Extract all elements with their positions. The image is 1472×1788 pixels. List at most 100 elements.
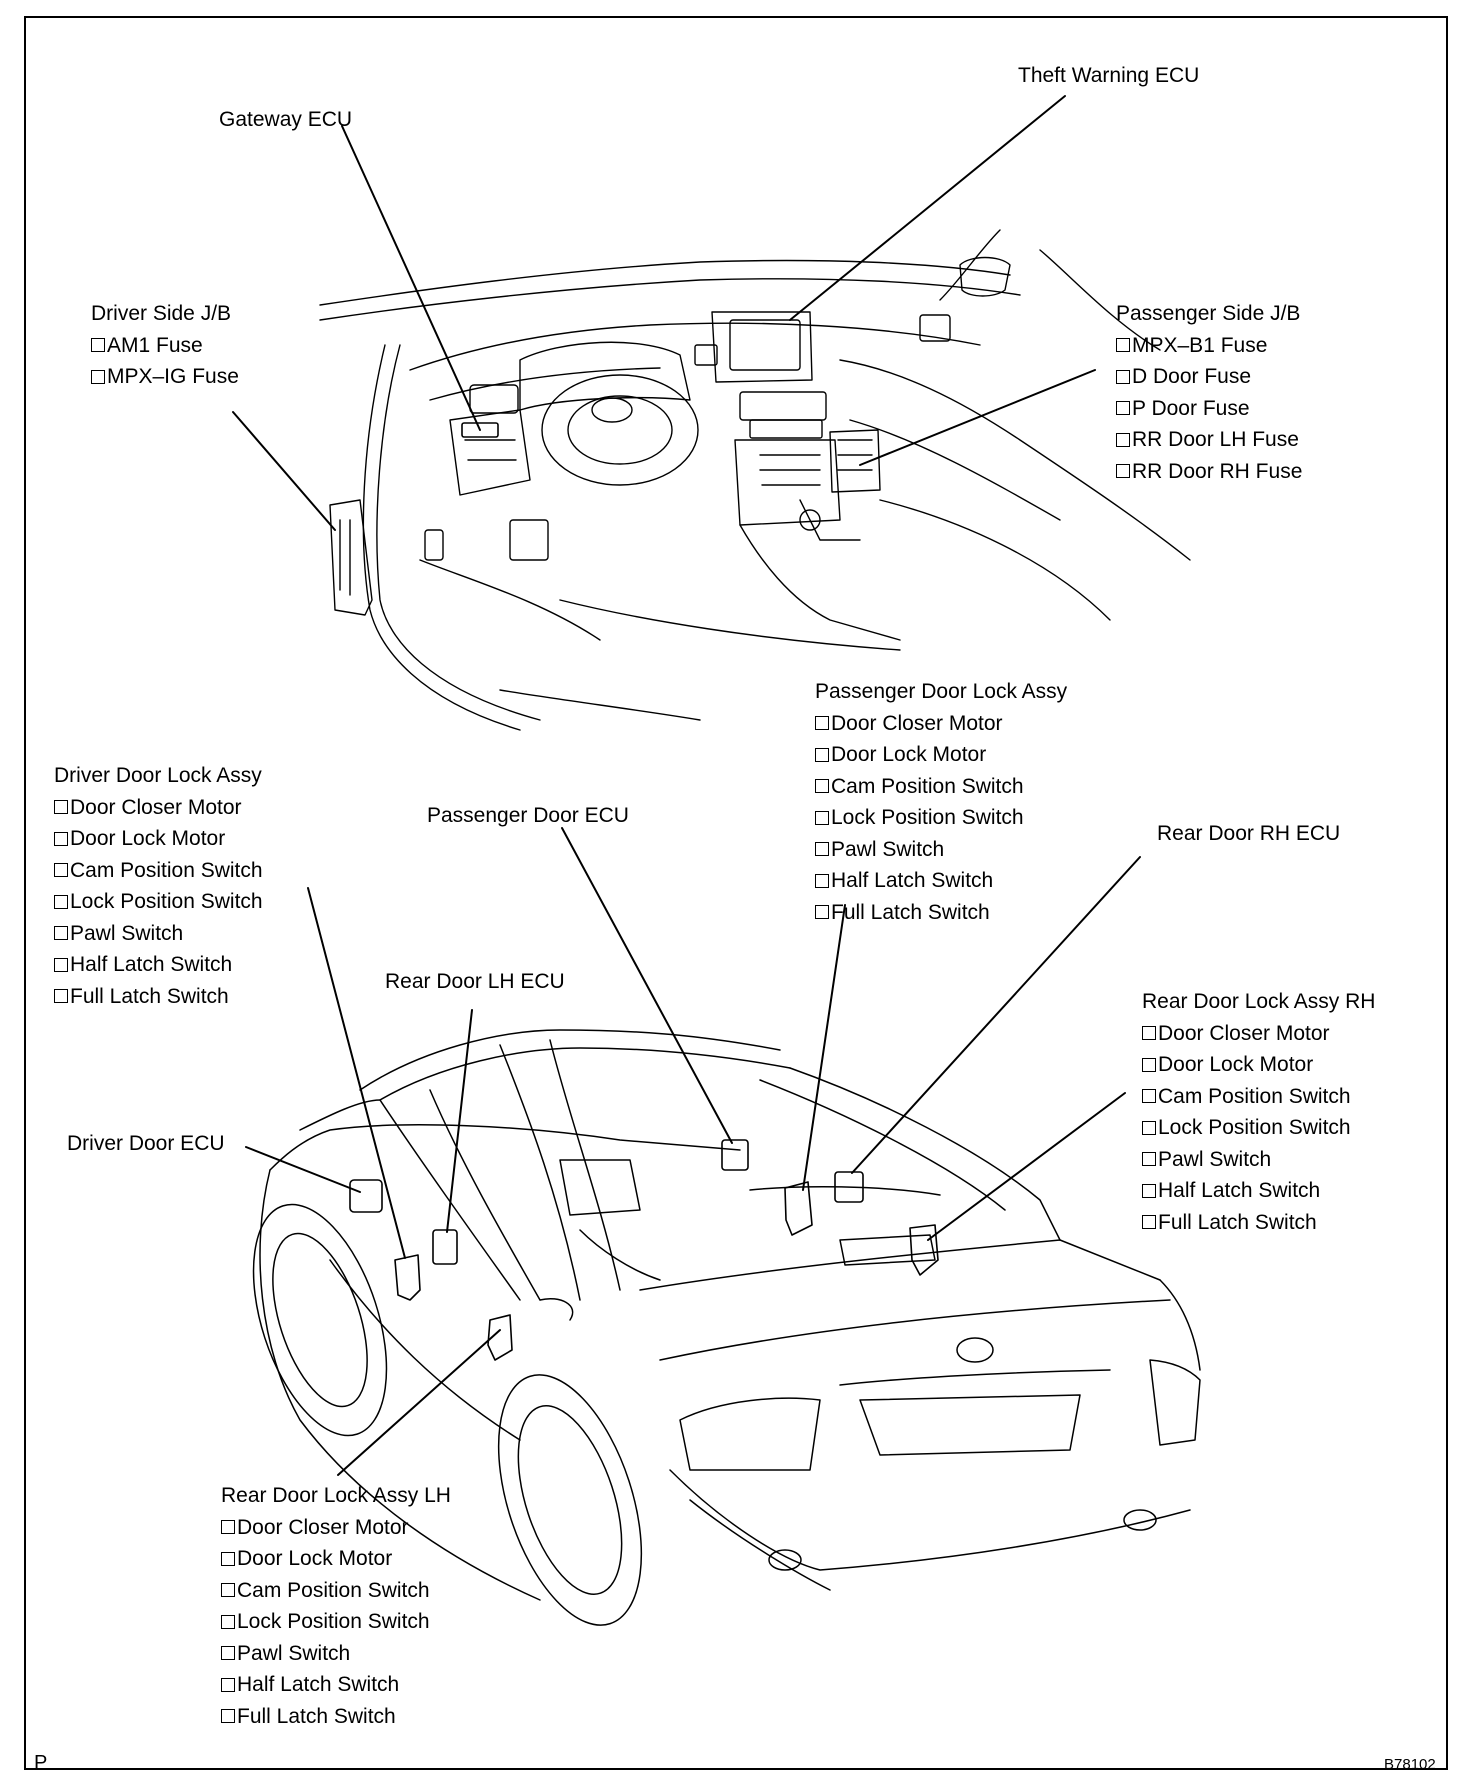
rear-door-lock-lh-item: Lock Position Switch [221, 1606, 451, 1638]
rear-door-lock-rh-item: Cam Position Switch [1142, 1081, 1375, 1113]
item-text: Full Latch Switch [70, 984, 229, 1008]
checkbox-icon [221, 1709, 235, 1724]
rear-door-lock-lh-item: Full Latch Switch [221, 1701, 451, 1733]
item-text: MPX–IG Fuse [107, 365, 239, 388]
driver-side-jb-group: Driver Side J/B AM1 Fuse MPX–IG Fuse [91, 298, 239, 393]
item-text: Cam Position Switch [237, 1578, 430, 1602]
driver-door-ecu-label: Driver Door ECU [67, 1132, 225, 1155]
car-body-drawing [252, 1029, 1201, 1626]
dashboard-drawing [319, 229, 1191, 731]
checkbox-icon [1116, 464, 1130, 479]
passenger-door-ecu-label: Passenger Door ECU [427, 804, 629, 827]
diagram-frame [24, 16, 1448, 1770]
item-text: Pawl Switch [831, 837, 945, 861]
rear-door-lock-rh-item: Pawl Switch [1142, 1144, 1375, 1176]
item-text: Door Lock Motor [1158, 1053, 1314, 1076]
passenger-door-lock-item: Door Lock Motor [815, 739, 1067, 771]
item-text: Lock Position Switch [831, 806, 1024, 829]
checkbox-icon [815, 779, 829, 794]
rear-door-lock-lh-group: Rear Door Lock Assy LH Door Closer Motor… [221, 1480, 451, 1732]
rear-door-lock-lh-item: Pawl Switch [221, 1638, 451, 1670]
item-text: P Door Fuse [1132, 396, 1250, 420]
rear-door-lh-ecu-label: Rear Door LH ECU [385, 970, 565, 993]
passenger-jb-item: RR Door LH Fuse [1116, 424, 1302, 456]
item-text: Half Latch Switch [237, 1673, 400, 1696]
item-text: Pawl Switch [237, 1641, 351, 1665]
gateway-ecu-label: Gateway ECU [219, 108, 353, 131]
item-text: Full Latch Switch [1158, 1210, 1317, 1234]
item-text: D Door Fuse [1132, 365, 1252, 388]
checkbox-icon [1142, 1120, 1156, 1135]
passenger-jb-item: P Door Fuse [1116, 393, 1302, 425]
driver-door-lock-item: Pawl Switch [54, 918, 263, 950]
item-text: Door Lock Motor [70, 827, 226, 850]
checkbox-icon [815, 747, 829, 762]
checkbox-icon [221, 1614, 235, 1629]
rear-door-lock-rh-title: Rear Door Lock Assy RH [1142, 990, 1376, 1013]
passenger-jb-item: RR Door RH Fuse [1116, 456, 1302, 488]
passenger-door-lock-item: Half Latch Switch [815, 865, 1067, 897]
driver-door-lock-item: Half Latch Switch [54, 949, 263, 981]
item-text: Half Latch Switch [70, 953, 233, 976]
rear-door-rh-ecu-label: Rear Door RH ECU [1157, 822, 1341, 845]
checkbox-icon [91, 369, 105, 384]
item-text: Full Latch Switch [831, 900, 990, 924]
checkbox-icon [815, 810, 829, 825]
passenger-door-lock-item: Lock Position Switch [815, 802, 1067, 834]
checkbox-icon [1142, 1152, 1156, 1167]
rear-door-lock-rh-item: Half Latch Switch [1142, 1175, 1375, 1207]
passenger-jb-item: D Door Fuse [1116, 361, 1302, 393]
item-text: MPX–B1 Fuse [1132, 333, 1268, 357]
checkbox-icon [1142, 1183, 1156, 1198]
item-text: Cam Position Switch [831, 774, 1024, 798]
rear-door-lock-rh-item: Door Closer Motor [1142, 1018, 1375, 1050]
checkbox-icon [54, 831, 68, 846]
passenger-side-jb-group: Passenger Side J/B MPX–B1 Fuse D Door Fu… [1116, 298, 1302, 487]
theft-warning-ecu-label: Theft Warning ECU [1018, 64, 1200, 87]
checkbox-icon [1116, 338, 1130, 353]
item-text: Cam Position Switch [70, 858, 263, 882]
passenger-side-jb-title: Passenger Side J/B [1116, 302, 1301, 325]
item-text: Full Latch Switch [237, 1704, 396, 1728]
driver-side-jb-title: Driver Side J/B [91, 302, 232, 325]
driver-door-lock-item: Door Lock Motor [54, 823, 263, 855]
checkbox-icon [1142, 1215, 1156, 1230]
rear-door-lock-lh-item: Door Lock Motor [221, 1543, 451, 1575]
item-text: Lock Position Switch [1158, 1116, 1351, 1139]
checkbox-icon [815, 842, 829, 857]
checkbox-icon [54, 800, 68, 815]
rear-door-lock-lh-item: Half Latch Switch [221, 1669, 451, 1701]
checkbox-icon [815, 905, 829, 920]
passenger-door-lock-group: Passenger Door Lock Assy Door Closer Mot… [815, 676, 1067, 928]
item-text: AM1 Fuse [107, 333, 203, 357]
passenger-door-lock-item: Full Latch Switch [815, 897, 1067, 929]
driver-door-lock-title: Driver Door Lock Assy [54, 764, 262, 787]
item-text: RR Door RH Fuse [1132, 459, 1303, 483]
passenger-door-lock-item: Cam Position Switch [815, 771, 1067, 803]
passenger-door-lock-item: Door Closer Motor [815, 708, 1067, 740]
checkbox-icon [221, 1520, 235, 1535]
item-text: RR Door LH Fuse [1132, 428, 1299, 451]
leader-lines [232, 95, 1141, 1476]
checkbox-icon [221, 1646, 235, 1661]
rear-door-lock-rh-group: Rear Door Lock Assy RH Door Closer Motor… [1142, 986, 1375, 1238]
checkbox-icon [1142, 1057, 1156, 1072]
checkbox-icon [54, 863, 68, 878]
item-text: Door Lock Motor [831, 743, 987, 766]
driver-door-lock-item: Lock Position Switch [54, 886, 263, 918]
passenger-jb-item: MPX–B1 Fuse [1116, 330, 1302, 362]
rear-door-lock-lh-item: Door Closer Motor [221, 1512, 451, 1544]
item-text: Door Closer Motor [831, 711, 1003, 735]
checkbox-icon [54, 957, 68, 972]
checkbox-icon [221, 1677, 235, 1692]
rear-door-lock-lh-title: Rear Door Lock Assy LH [221, 1484, 451, 1507]
rear-door-lock-rh-item: Lock Position Switch [1142, 1112, 1375, 1144]
figure-code: B78102 [1384, 1756, 1436, 1773]
driver-door-lock-item: Door Closer Motor [54, 792, 263, 824]
item-text: Door Closer Motor [70, 795, 242, 819]
rear-door-lock-rh-item: Door Lock Motor [1142, 1049, 1375, 1081]
checkbox-icon [54, 894, 68, 909]
rear-door-lock-lh-item: Cam Position Switch [221, 1575, 451, 1607]
item-text: Half Latch Switch [831, 869, 994, 892]
